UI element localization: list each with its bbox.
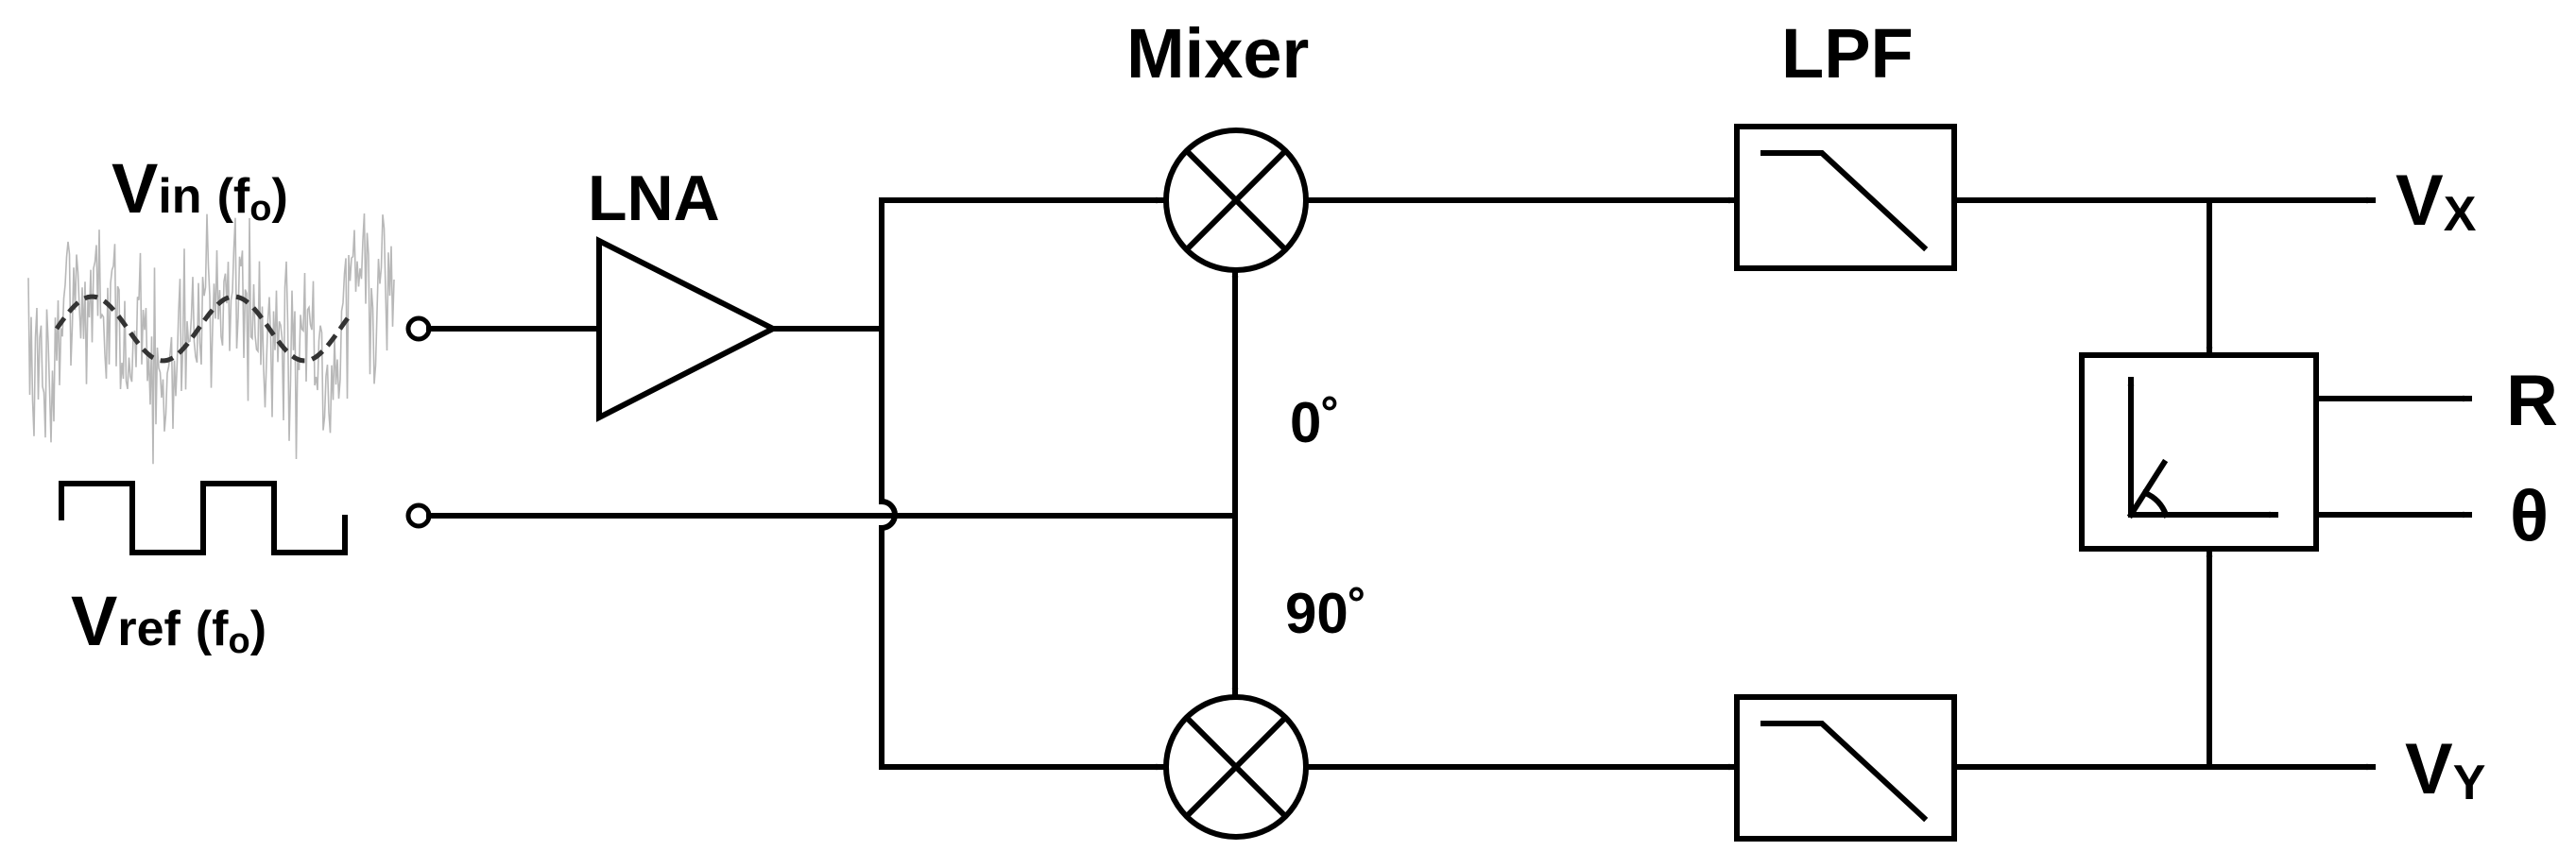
lna-label: LNA xyxy=(588,162,720,234)
r-label: R xyxy=(2506,361,2558,441)
top-lpf xyxy=(1734,124,1957,271)
phase-90-label: 90˚ xyxy=(1285,582,1367,645)
phase-0-label: 0˚ xyxy=(1290,391,1340,454)
bottom-mixer xyxy=(1163,694,1309,840)
top-mixer xyxy=(1163,128,1309,273)
reference-square-wave xyxy=(59,481,348,555)
vx-label: VX xyxy=(2396,161,2477,242)
noise-trace xyxy=(27,213,395,465)
noisy-input-waveform xyxy=(27,213,395,465)
vin-label: Vin(fo) xyxy=(112,149,288,229)
bottom-lpf xyxy=(1734,694,1957,842)
theta-label: θ xyxy=(2510,476,2549,556)
polar-converter xyxy=(2079,352,2319,552)
vref-input-terminal xyxy=(405,502,432,529)
signal-split-bus xyxy=(879,197,898,770)
lpf-label: LPF xyxy=(1781,14,1914,93)
sine-signal-trace xyxy=(54,294,351,364)
mixer-label: Mixer xyxy=(1126,14,1309,93)
vy-label: VY xyxy=(2405,729,2485,810)
vin-input-terminal xyxy=(405,315,432,342)
vref-label: Vref(fo) xyxy=(71,582,266,661)
lna-amplifier xyxy=(596,236,780,422)
